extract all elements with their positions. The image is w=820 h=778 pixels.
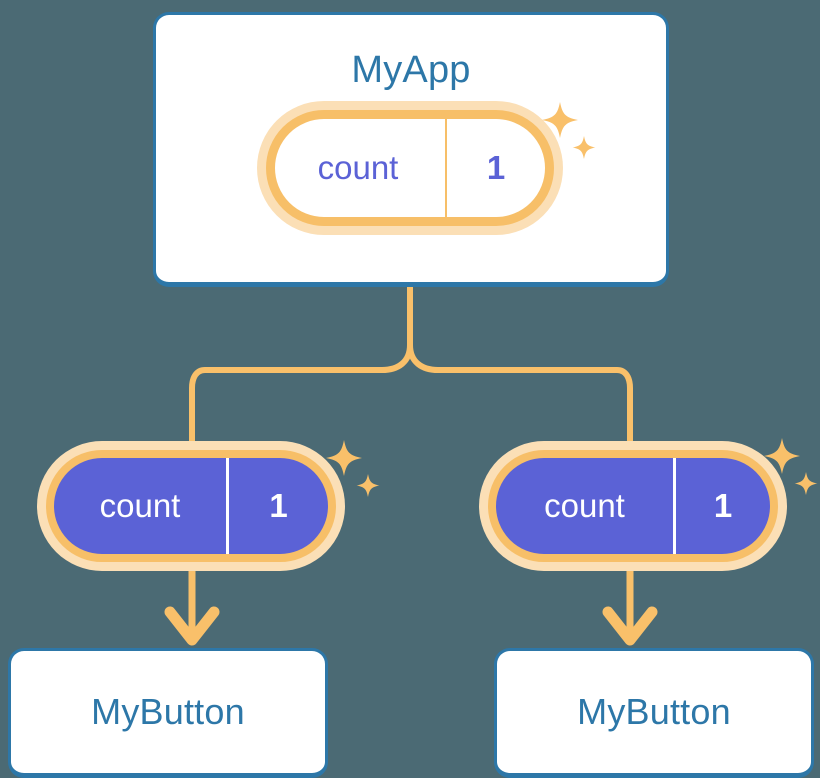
state-key-label: count bbox=[275, 119, 447, 217]
state-value-label: 1 bbox=[713, 487, 733, 524]
component-title-mybutton: MyButton bbox=[577, 691, 731, 732]
state-pill-child-left[interactable]: count 1 bbox=[46, 450, 336, 562]
state-value-label: 1 bbox=[486, 149, 506, 186]
state-key-label: count bbox=[54, 458, 229, 554]
state-pill-root[interactable]: count 1 bbox=[266, 110, 554, 226]
state-value-label: 1 bbox=[269, 487, 288, 524]
arrowhead-left-icon bbox=[164, 606, 220, 646]
state-key-label: count bbox=[496, 458, 676, 554]
component-title-myapp: MyApp bbox=[351, 49, 471, 91]
component-card-mybutton-right[interactable]: MyButton bbox=[494, 648, 814, 778]
connector-root-to-children bbox=[189, 284, 633, 453]
arrowhead-right-icon bbox=[602, 606, 658, 646]
component-title-mybutton: MyButton bbox=[91, 691, 245, 732]
state-pill-child-right[interactable]: count 1 bbox=[488, 450, 778, 562]
component-card-mybutton-left[interactable]: MyButton bbox=[8, 648, 328, 778]
